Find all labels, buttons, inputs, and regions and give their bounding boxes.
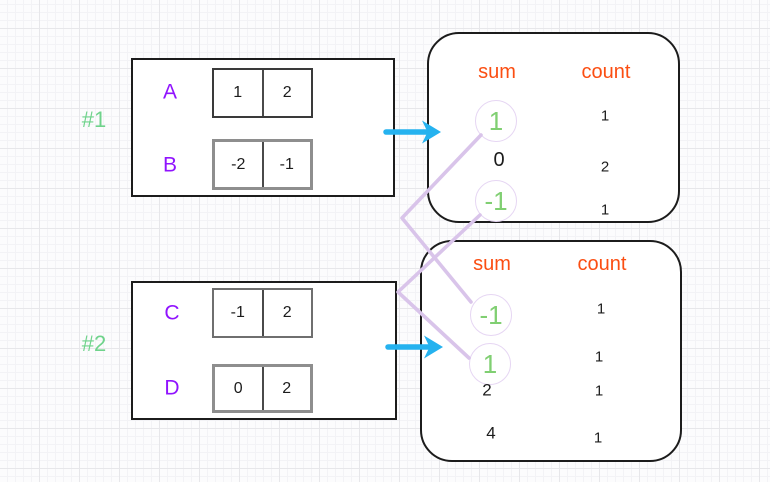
table2-sum-4: 4 xyxy=(486,423,496,443)
array-d-cell-0: 0 xyxy=(233,379,243,397)
table2-count-row1: 1 xyxy=(594,348,604,366)
array-a-cell-1: 2 xyxy=(261,70,312,116)
array-b-cell-0: -2 xyxy=(231,155,246,173)
table1-sum-0: 0 xyxy=(493,149,505,171)
table2-count-row2: 1 xyxy=(594,382,604,400)
table1-count-row2: 1 xyxy=(600,201,610,219)
table1-sum-header: sum xyxy=(478,61,516,83)
table1-sum--1: -1 xyxy=(475,180,517,222)
group1-label: #1 xyxy=(81,107,107,132)
array-d-cells: 0 2 xyxy=(212,364,313,413)
table2-sum-2: 2 xyxy=(482,380,492,400)
sum-table-1 xyxy=(427,32,680,223)
array-a-cell-0: 1 xyxy=(233,84,243,101)
array-a-cells: 1 2 xyxy=(212,68,313,118)
array-c-cells: -1 2 xyxy=(212,288,313,338)
group2-label: #2 xyxy=(81,331,107,356)
table1-count-row0: 1 xyxy=(600,107,610,125)
table2-sum--1: -1 xyxy=(470,294,512,336)
array-d-cell-1: 2 xyxy=(261,367,311,410)
table2-count-row0: 1 xyxy=(596,300,606,318)
array-a-label: A xyxy=(162,80,178,104)
table2-sum-1: 1 xyxy=(469,343,511,385)
sum-table-2 xyxy=(420,240,682,462)
table2-count-row3: 1 xyxy=(593,429,603,447)
array-b-label: B xyxy=(162,153,178,177)
array-c-cell-1: 2 xyxy=(261,290,312,336)
array-c-cell-0: -1 xyxy=(230,304,245,321)
table1-sum-1: 1 xyxy=(475,100,517,142)
array-c-label: C xyxy=(164,301,180,325)
table1-count-row1: 2 xyxy=(600,158,610,176)
array-b-cells: -2 -1 xyxy=(212,139,313,190)
table2-count-header: count xyxy=(577,253,627,275)
table1-count-header: count xyxy=(581,61,631,83)
array-b-cell-1: -1 xyxy=(261,142,311,187)
table2-sum-header: sum xyxy=(473,253,511,275)
array-d-label: D xyxy=(164,376,180,400)
